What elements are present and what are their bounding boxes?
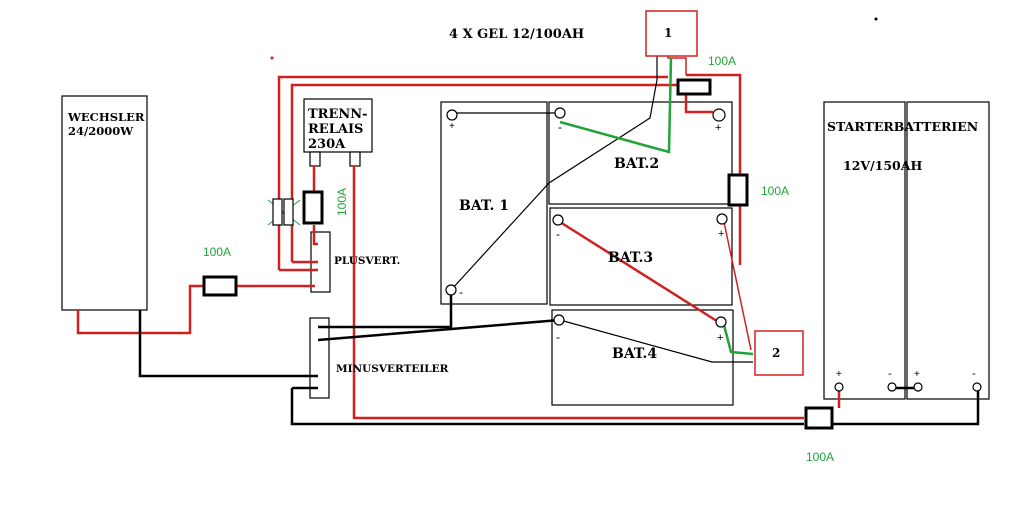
bat4-plus-mark: + [717, 332, 723, 344]
bat2-plus-terminal [712, 108, 726, 122]
relay-terminal-left [309, 151, 321, 167]
battery-1-label: BAT. 1 [459, 198, 509, 214]
dot-mark [270, 56, 274, 60]
battery-2-label: BAT.2 [614, 156, 659, 172]
starter-b-minus-mark: - [972, 368, 976, 380]
dot-mark [874, 17, 878, 21]
bat2-minus-terminal [554, 107, 566, 119]
bat2-minus-mark: - [558, 120, 562, 134]
minus-distributor-label: MINUSVERTEILER [336, 363, 449, 375]
node-2-box [754, 330, 804, 376]
starter-b-minus-terminal [972, 382, 982, 392]
starter-a-plus-mark: + [836, 369, 842, 380]
node-2-label: 2 [772, 346, 780, 360]
starter-a-plus-terminal [834, 382, 844, 392]
node-1-box [645, 10, 698, 57]
relay-rating: 230A [308, 137, 346, 152]
fuse-relay-rating: 100A [335, 188, 349, 216]
fuse-small-right [283, 198, 294, 226]
relay-terminal-right [349, 151, 361, 167]
fuse-right-rating: 100A [761, 184, 789, 198]
battery-3-label: BAT.3 [608, 250, 653, 266]
starter-b-plus-terminal [913, 382, 923, 392]
bat1-plus-terminal [446, 109, 458, 121]
bat1-minus-mark: - [459, 285, 463, 299]
starter-a-minus-mark: - [888, 368, 892, 380]
relay-label-1: TRENN- [308, 107, 368, 122]
fuse-bottom [804, 406, 834, 430]
battery-3-box [549, 207, 733, 306]
bat1-minus-terminal [445, 284, 457, 296]
negative-wires [138, 40, 980, 426]
diagram-title: 4 X GEL 12/100AH [449, 27, 584, 42]
bat3-plus-terminal [716, 213, 728, 225]
battery-4-label: BAT.4 [612, 346, 657, 362]
inverter-box [61, 95, 148, 311]
fuse-small-left [272, 198, 283, 226]
battery-2-box [548, 101, 733, 205]
node-1-label: 1 [664, 26, 672, 40]
bat3-minus-terminal [552, 214, 564, 226]
plus-distributor-label: PLUSVERT. [334, 255, 400, 267]
bat3-plus-mark: + [718, 228, 724, 240]
bat4-minus-terminal [553, 314, 565, 326]
bat4-minus-mark: - [556, 330, 560, 344]
fuse-inverter-rating: 100A [203, 245, 231, 259]
starter-a-minus-terminal [887, 382, 897, 392]
bat1-plus-mark: + [449, 121, 455, 132]
starter-battery-b-box [906, 101, 990, 400]
starter-battery-a-box [823, 101, 906, 400]
bat3-minus-mark: - [556, 227, 560, 241]
bat2-plus-mark: + [715, 122, 721, 134]
inverter-spec: 24/2000W [68, 124, 134, 138]
starter-title: STARTERBATTERIEN [827, 119, 978, 134]
fuse-relay [302, 190, 324, 225]
battery-1-box [440, 101, 548, 305]
fuse-inverter [202, 275, 238, 297]
fuse-right [727, 173, 749, 207]
bat4-plus-terminal [715, 316, 727, 328]
starter-spec: 12V/150AH [843, 158, 922, 173]
inverter-label: WECHSLER [67, 110, 145, 124]
fuse-bottom-rating: 100A [806, 450, 834, 464]
relay-box [303, 98, 373, 153]
fuse-top-rating: 100A [708, 54, 736, 68]
minus-distributor-box [309, 317, 330, 399]
fuse-top [676, 78, 712, 96]
starter-b-plus-mark: + [914, 369, 920, 380]
relay-label-2: RELAIS [308, 122, 363, 137]
